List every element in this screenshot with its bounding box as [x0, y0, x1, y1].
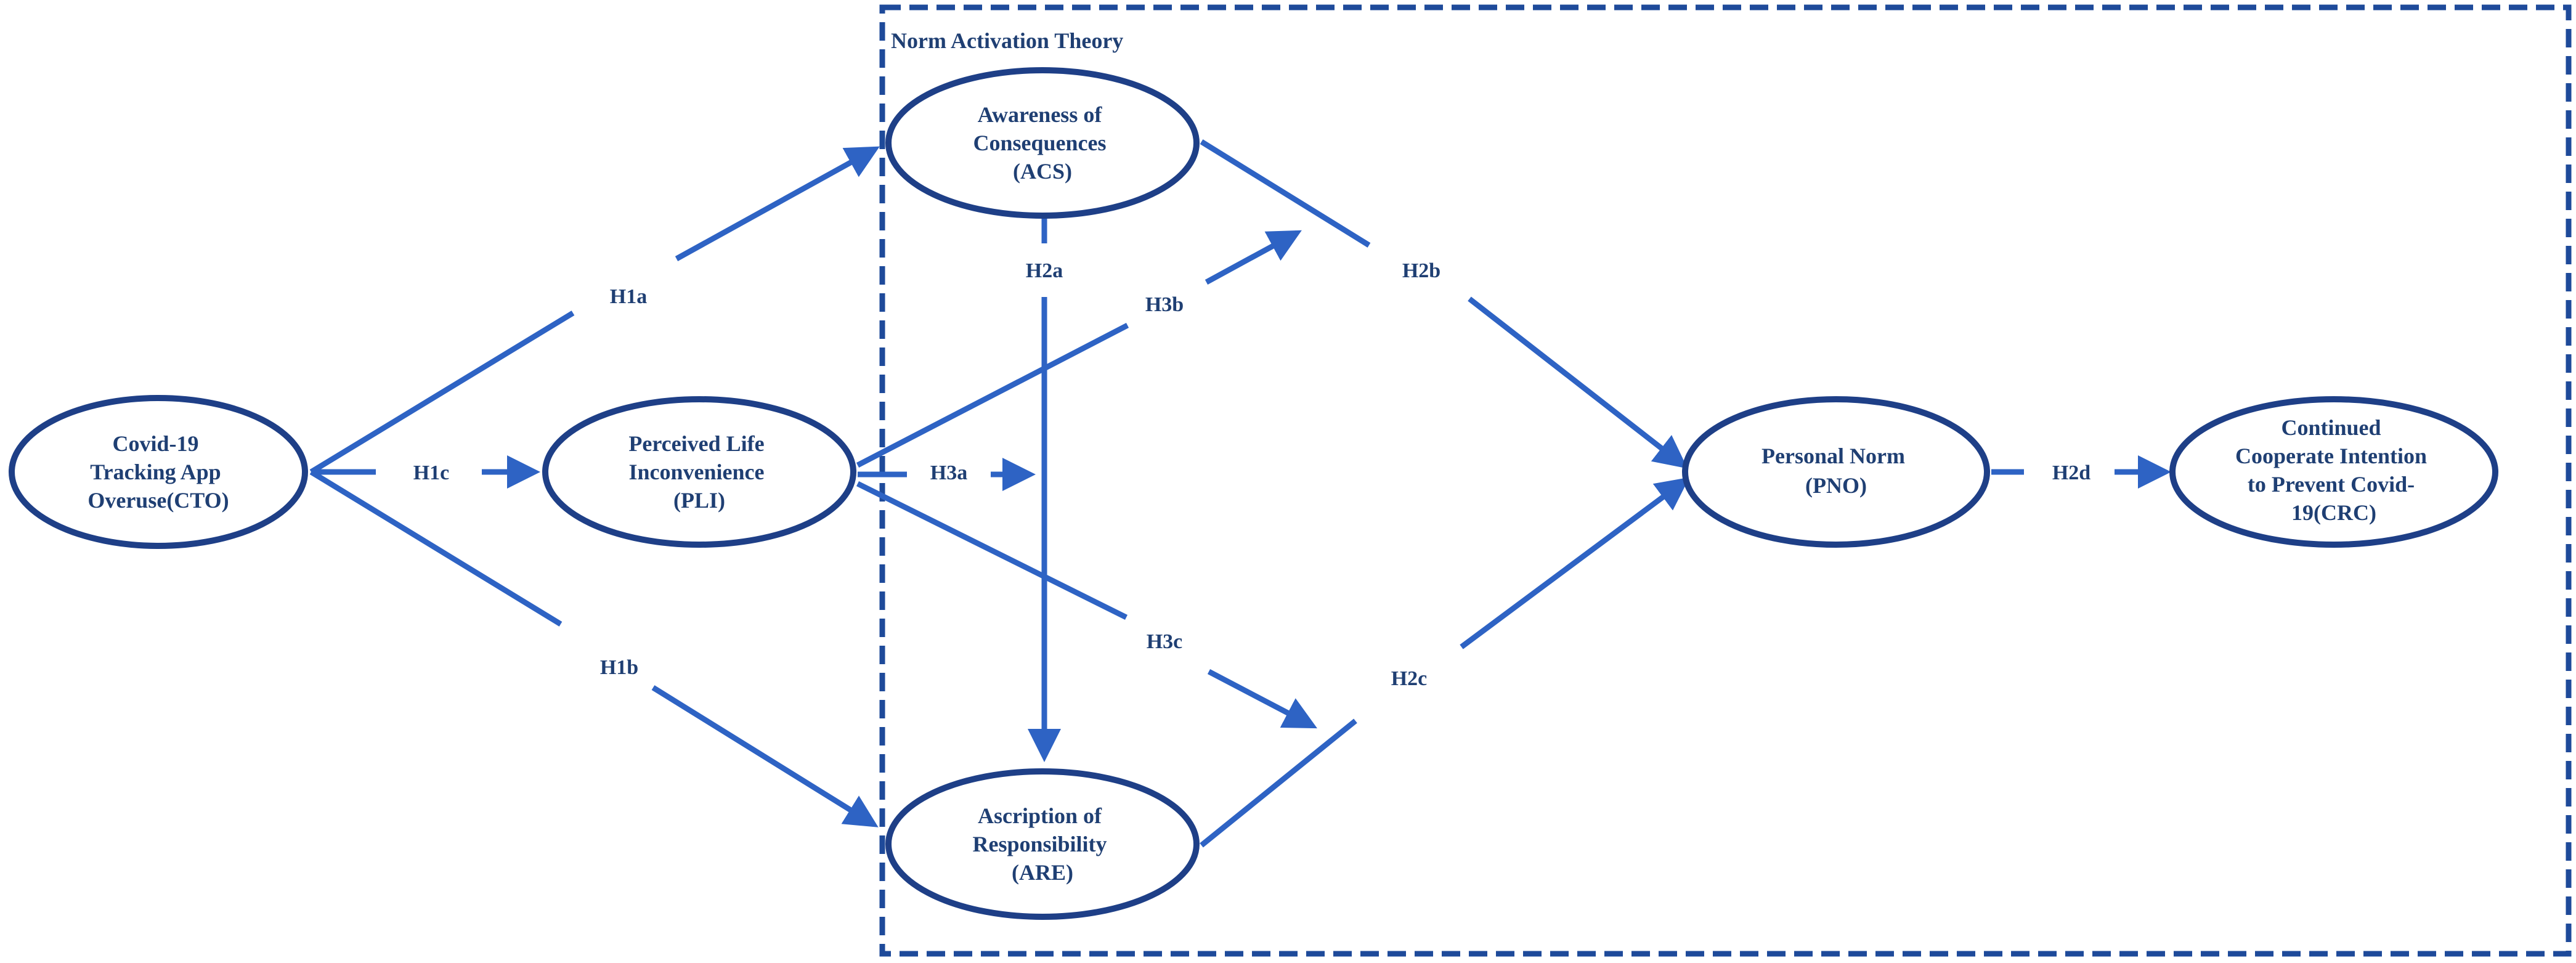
node-pli-label: Perceived Life Inconvenience (PLI): [628, 431, 770, 513]
node-are-ellipse: [885, 768, 1200, 920]
node-cto-ellipse: [9, 395, 308, 549]
node-acs-ellipse: [885, 67, 1200, 219]
arrow-pli-h3b-part1: [856, 323, 1129, 468]
label-h1c: H1c: [413, 461, 450, 484]
arrow-pli-h3c-part1: [856, 481, 1128, 620]
arrow-are-pno-h2c-part2: [1460, 477, 1690, 649]
label-h3a: H3a: [930, 461, 967, 484]
node-crc-ellipse: [2169, 396, 2498, 548]
arrow-are-pno-h2c-part1: [1200, 718, 1357, 848]
node-pno-ellipse: [1682, 396, 1990, 548]
node-crc-label: Continued Cooperate Intention to Prevent…: [2235, 415, 2432, 525]
node-cto-label: Covid-19 Tracking App Overuse(CTO): [87, 431, 229, 513]
arrow-pli-h3c-part2: [1207, 669, 1317, 729]
label-h2d: H2d: [2052, 461, 2090, 484]
node-are-label: Ascription of Responsibility (ARE): [972, 803, 1112, 885]
arrow-pli-h3b-part2: [1205, 230, 1302, 285]
arrow-cto-acs-h1a-part1: [309, 311, 575, 474]
label-h1b: H1b: [600, 656, 638, 679]
label-h1a: H1a: [610, 285, 647, 308]
norm-activation-theory-frame: [879, 4, 2572, 957]
label-h3c: H3c: [1147, 630, 1183, 653]
node-acs-label: Awareness of Consequences (ACS): [973, 102, 1111, 184]
norm-activation-theory-title: Norm Activation Theory: [891, 28, 1123, 53]
arrow-acs-pno-h2b-part1: [1200, 139, 1371, 248]
label-h2c: H2c: [1391, 667, 1428, 690]
label-h2a: H2a: [1026, 259, 1063, 282]
arrow-cto-are-h1b-part2: [651, 685, 879, 827]
node-pno-label: Personal Norm (PNO): [1761, 444, 1911, 498]
arrow-acs-pno-h2b-part2: [1468, 296, 1688, 469]
label-h2b: H2b: [1402, 259, 1440, 282]
arrow-cto-are-h1b-part1: [309, 469, 563, 627]
arrows: [309, 139, 2171, 848]
label-h3b: H3b: [1145, 293, 1184, 316]
node-pli-ellipse: [542, 396, 856, 548]
arrow-cto-acs-h1a-part2: [675, 146, 880, 261]
